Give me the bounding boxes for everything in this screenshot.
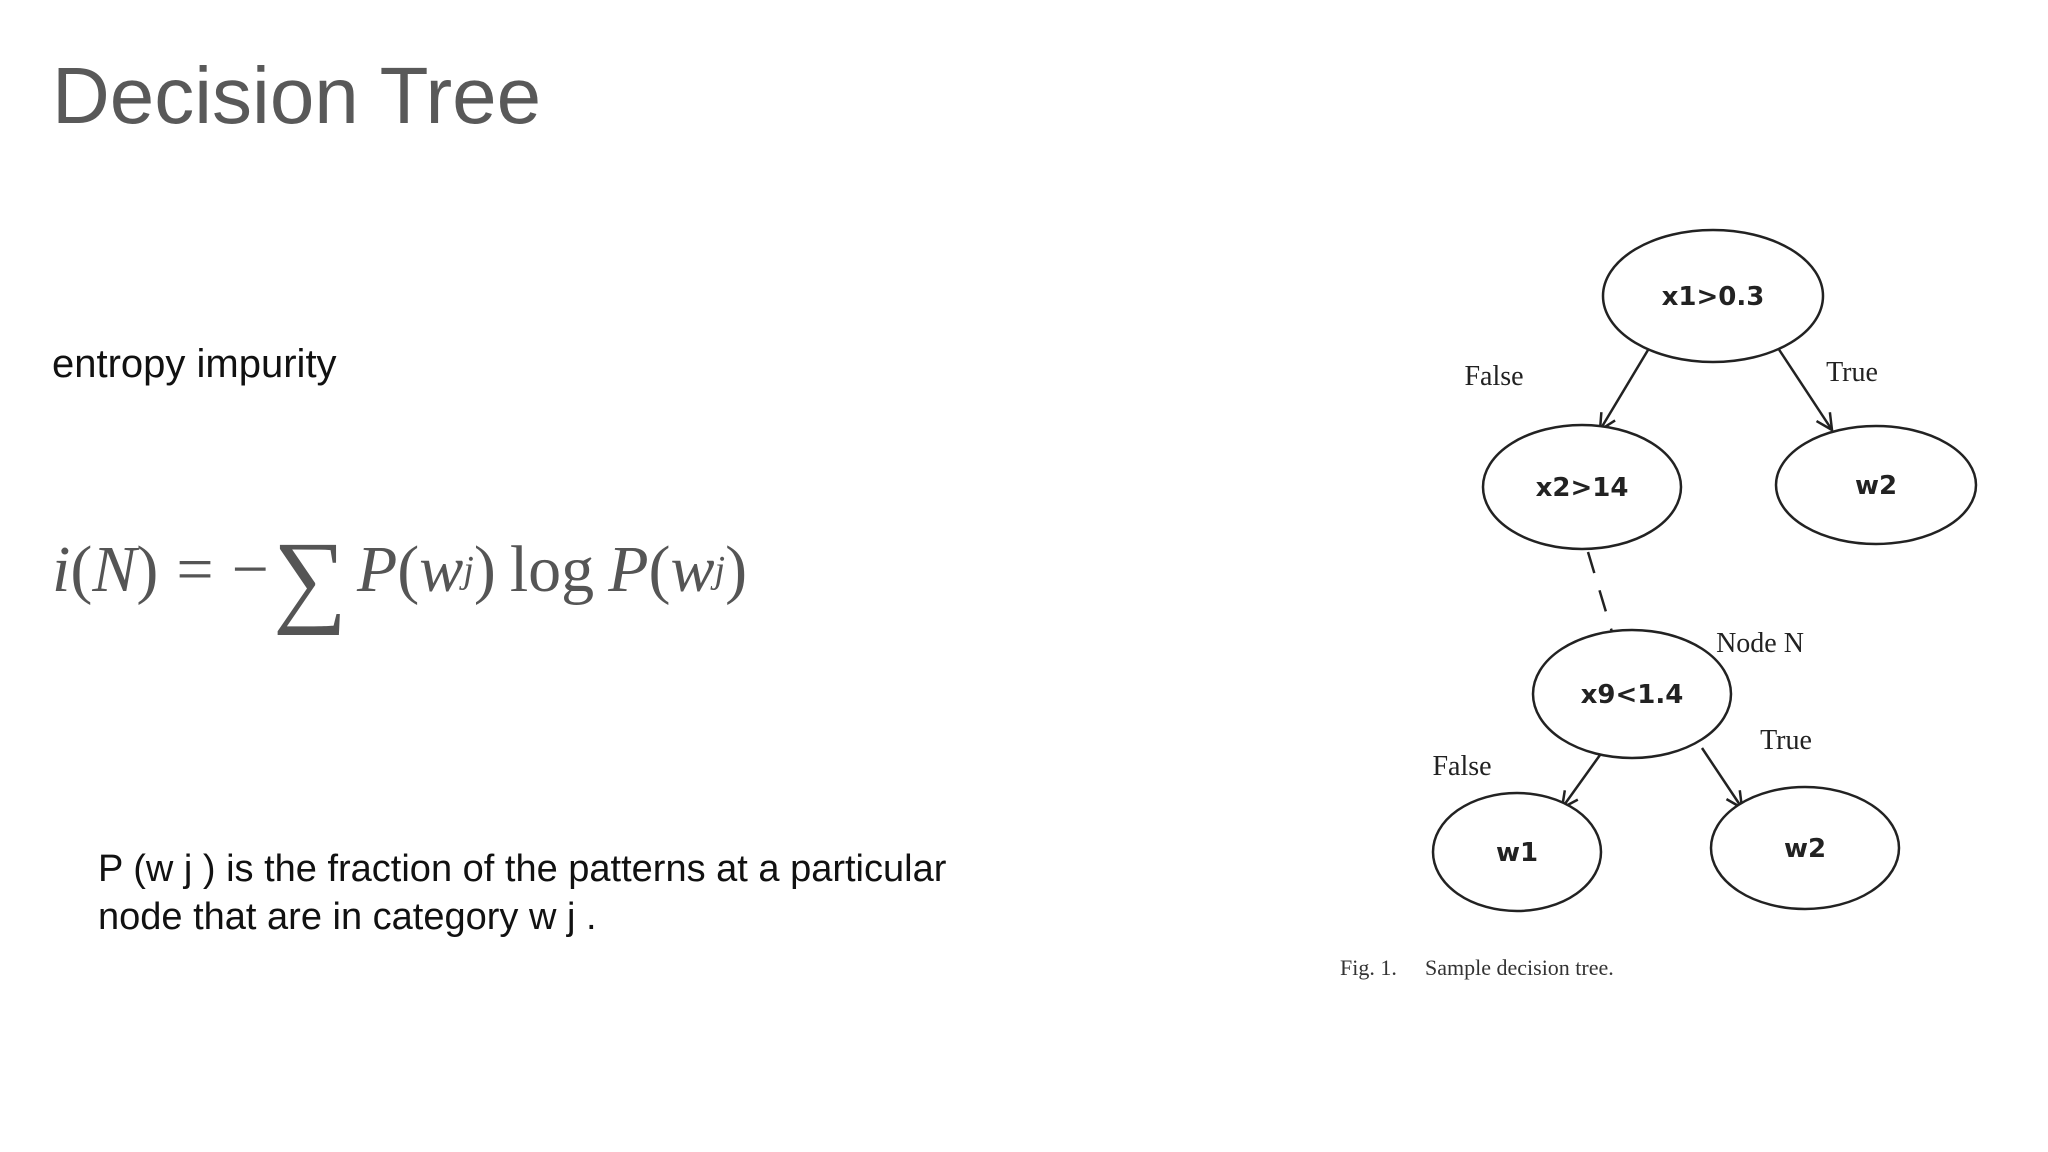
formula-sub-j1: j xyxy=(463,549,474,591)
node-leaf-left-label: w1 xyxy=(1496,838,1538,868)
formula-w1: w xyxy=(419,533,464,606)
formula-P1: P xyxy=(356,533,398,606)
edge-label-n-false: False xyxy=(1432,751,1491,782)
formula-N: N xyxy=(92,533,137,606)
node-leaf-left: w1 xyxy=(1431,791,1603,913)
node-root: x1>0.3 xyxy=(1601,228,1825,364)
formula-p2-open: ( xyxy=(648,533,671,606)
description-line-1: P (w j ) is the fraction of the patterns… xyxy=(98,848,947,890)
edge-root-to-left xyxy=(1600,349,1650,430)
formula-sub-j2: j xyxy=(714,549,726,591)
formula-p1-close: ) xyxy=(473,533,496,606)
formula-minus: − xyxy=(231,533,269,606)
edge-root-to-right xyxy=(1776,347,1832,430)
formula-equals: = xyxy=(176,533,214,606)
subtitle-entropy-impurity: entropy impurity xyxy=(52,342,337,386)
description-line-2: node that are in category w j . xyxy=(98,896,597,938)
formula-i: i xyxy=(52,533,71,606)
node-right: w2 xyxy=(1774,424,1978,546)
figure-caption-text: Sample decision tree. xyxy=(1425,955,1614,980)
node-root-label: x1>0.3 xyxy=(1662,282,1765,312)
decision-tree-diagram: x1>0.3 x2>14 w2 x9<1.4 w1 w2 False True … xyxy=(1340,228,1978,980)
edge-label-n-true: True xyxy=(1760,725,1812,756)
formula-p2-close: ) xyxy=(725,533,748,606)
figure-caption-number: Fig. 1. xyxy=(1340,955,1397,980)
node-leaf-right-label: w2 xyxy=(1784,834,1826,864)
edge-node-n-to-w1 xyxy=(1562,754,1602,808)
edge-label-root-false: False xyxy=(1464,361,1523,392)
node-left: x2>14 xyxy=(1481,423,1683,551)
edge-node-n-to-w2 xyxy=(1700,747,1742,808)
node-leaf-right: w2 xyxy=(1709,785,1901,911)
formula-paren-close: ) xyxy=(136,533,159,606)
edge-label-root-true: True xyxy=(1826,357,1878,388)
formula-sum-symbol: ∑ xyxy=(272,520,347,636)
node-left-label: x2>14 xyxy=(1536,473,1629,503)
formula-p1-open: ( xyxy=(397,533,420,606)
node-right-label: w2 xyxy=(1855,471,1897,501)
node-n-label: x9<1.4 xyxy=(1581,680,1684,710)
node-n: x9<1.4 xyxy=(1531,628,1733,760)
description-text: P (w j ) is the fraction of the patterns… xyxy=(98,845,1098,941)
formula-P2: P xyxy=(608,533,649,606)
formula-w2: w xyxy=(670,533,715,606)
edge-left-to-node-n xyxy=(1586,551,1614,633)
slide-title: Decision Tree xyxy=(52,51,542,140)
formula-log: log xyxy=(509,533,595,606)
formula-paren-open: ( xyxy=(70,533,93,606)
node-n-annotation: Node N xyxy=(1716,628,1804,659)
